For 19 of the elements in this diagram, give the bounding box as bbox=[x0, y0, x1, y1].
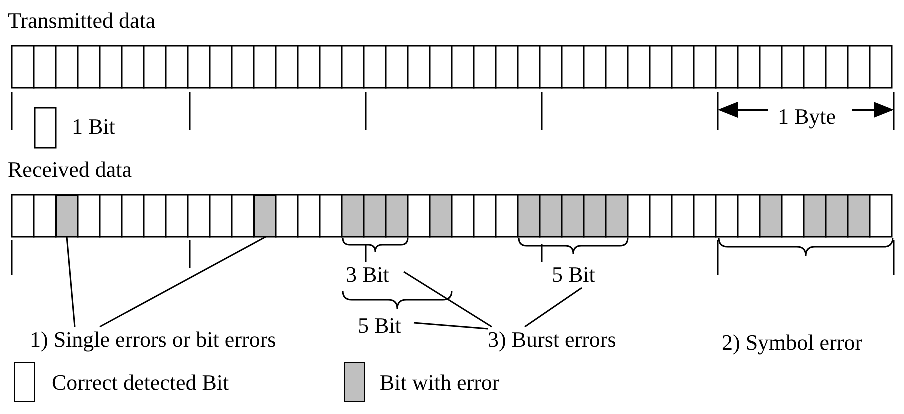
legend-label: Correct detected Bit bbox=[52, 370, 230, 396]
error-label: 3 Bit bbox=[346, 262, 390, 288]
text-label: 2) Symbol error bbox=[722, 330, 863, 356]
error-label: 5 Bit bbox=[552, 262, 596, 288]
text-label: 1 Bit bbox=[72, 114, 116, 140]
legend-label: Bit with error bbox=[380, 370, 500, 396]
leader-line bbox=[414, 322, 488, 330]
error-label: 3) Burst errors bbox=[488, 327, 616, 353]
leader-line bbox=[524, 287, 582, 328]
leader-line bbox=[100, 236, 266, 328]
text-label: Received data bbox=[8, 157, 132, 183]
error-label: 5 Bit bbox=[358, 313, 402, 339]
error-bit bbox=[254, 195, 276, 237]
text-label: Transmitted data bbox=[8, 8, 156, 34]
error-bit bbox=[56, 195, 78, 237]
text-label: 1 Byte bbox=[778, 104, 836, 130]
leader-line bbox=[404, 271, 492, 328]
leader-line bbox=[66, 236, 76, 328]
error-label: 1) Single errors or bit errors bbox=[30, 327, 276, 353]
